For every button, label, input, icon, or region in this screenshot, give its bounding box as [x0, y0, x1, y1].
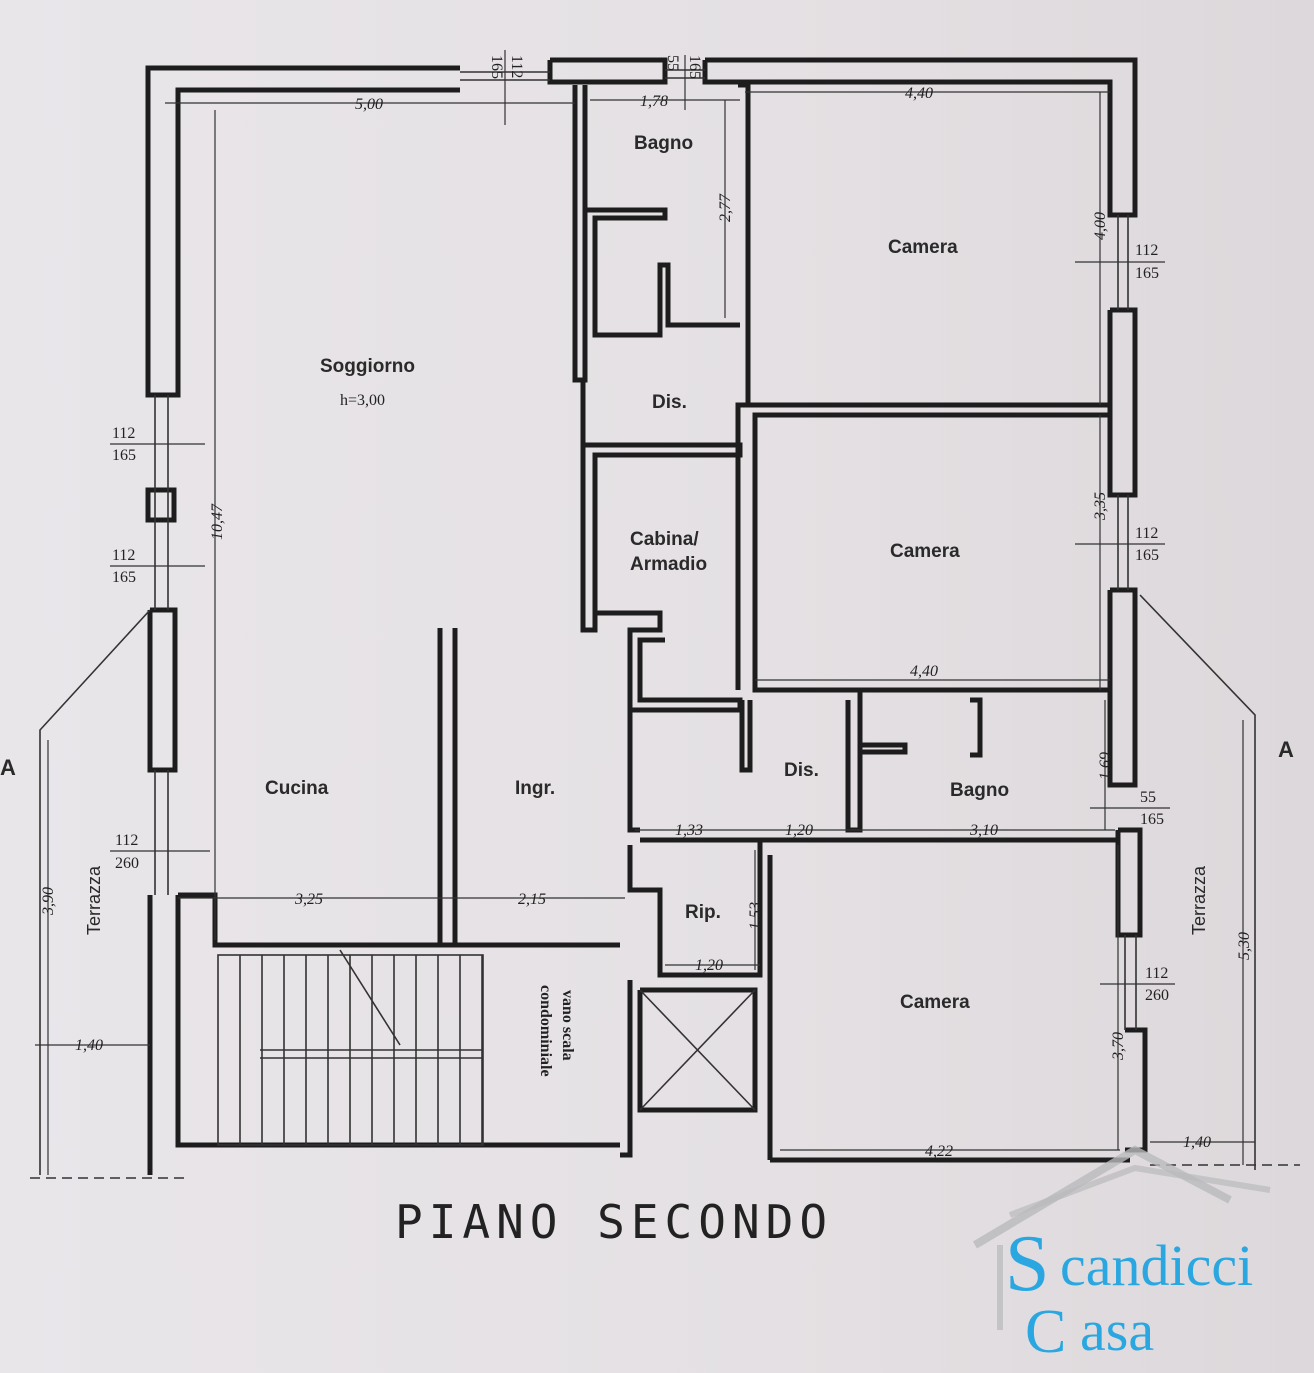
dim-label: 3,25: [294, 891, 323, 908]
section-marker-left: A: [0, 755, 16, 780]
dim-label: 1,69: [1097, 752, 1114, 780]
staircase: [217, 949, 484, 1146]
room-label-ingresso: Ingr.: [515, 778, 555, 799]
window-height: 260: [115, 855, 139, 872]
room-label-ripostiglio: Rip.: [685, 902, 721, 923]
dim-label: 3,90: [40, 887, 57, 916]
dim-label: 2,15: [518, 891, 546, 908]
logo-initial-s: S: [1005, 1220, 1050, 1308]
logo-line-1: candicci: [1060, 1233, 1253, 1298]
room-label-soggiorno: Soggiorno: [320, 356, 415, 377]
window-width: 112: [112, 425, 135, 442]
room-label-bagno-1: Bagno: [634, 133, 693, 154]
dim-label: 1,78: [640, 93, 668, 110]
dim-label: 3,10: [969, 822, 998, 839]
logo-initial-c: C: [1025, 1298, 1066, 1366]
dim-label: 1,20: [695, 957, 723, 974]
dim-label: 5,00: [355, 96, 383, 113]
window-height: 165: [686, 55, 703, 79]
dim-label: 4,40: [910, 663, 938, 680]
room-label-dis-2: Dis.: [784, 760, 819, 781]
room-label-camera-1: Camera: [888, 237, 958, 258]
room-height: h=3,00: [340, 392, 385, 409]
stair-label-2: condominiale: [537, 985, 554, 1077]
window-height: 260: [1145, 987, 1169, 1004]
agency-logo: S candicci C asa: [972, 1145, 1271, 1366]
window-width: 112: [115, 832, 138, 849]
room-label-cabina: Cabina/: [630, 529, 699, 550]
window-height: 165: [112, 569, 136, 586]
terrace-left-outline: [39, 609, 151, 1175]
window-labels: 112 165 55 165 112 165 112 165 112 165 1…: [110, 55, 1175, 1004]
dim-label: 1,40: [75, 1037, 103, 1054]
room-label-terrazza-left: Terrazza: [84, 865, 104, 935]
dim-label: 1,33: [675, 822, 703, 839]
logo-line-2: asa: [1080, 1298, 1154, 1363]
room-label-cucina: Cucina: [265, 778, 329, 799]
dim-label: 4,40: [905, 85, 933, 102]
window-openings: [154, 69, 1137, 1030]
section-marker-right: A: [1278, 737, 1294, 762]
terrace-right-outline: [1139, 594, 1256, 1170]
window-height: 165: [1135, 547, 1159, 564]
dimension-labels: 5,00 1,78 4,40 2,77 4,00 10,47 3,35 4,40…: [40, 85, 1253, 1160]
room-label-terrazza-right: Terrazza: [1189, 865, 1209, 935]
room-label-dis-1: Dis.: [652, 392, 687, 413]
dim-label: 1,20: [785, 822, 813, 839]
stair-label-1: vano scala: [559, 990, 576, 1061]
dim-label: 10,47: [209, 503, 226, 540]
dim-label: 2,77: [717, 193, 734, 222]
window-width: 112: [1145, 965, 1168, 982]
dim-label: 3,70: [1110, 1032, 1127, 1061]
dim-label: 3,35: [1092, 492, 1109, 521]
window-width: 55: [1140, 789, 1156, 806]
window-height: 165: [1135, 265, 1159, 282]
dim-label: 5,30: [1236, 932, 1253, 960]
dim-label: 4,22: [925, 1143, 953, 1160]
room-label-camera-2: Camera: [890, 541, 960, 562]
dimension-lines: [35, 50, 1255, 1175]
window-width: 112: [112, 547, 135, 564]
window-height: 165: [112, 447, 136, 464]
window-height: 165: [1140, 811, 1164, 828]
dim-label: 4,00: [1092, 212, 1109, 240]
window-width: 112: [1135, 242, 1158, 259]
plan-title: PIANO SECONDO: [395, 1195, 833, 1249]
window-width: 55: [664, 55, 681, 71]
room-label-bagno-2: Bagno: [950, 780, 1009, 801]
room-label-camera-3: Camera: [900, 992, 970, 1013]
walls: [145, 57, 1148, 1175]
room-label-armadio: Armadio: [630, 554, 707, 575]
dim-label: 1,53: [747, 902, 764, 930]
window-height: 165: [488, 55, 505, 79]
dim-label: 1,40: [1183, 1134, 1211, 1151]
window-width: 112: [508, 55, 525, 78]
window-width: 112: [1135, 525, 1158, 542]
